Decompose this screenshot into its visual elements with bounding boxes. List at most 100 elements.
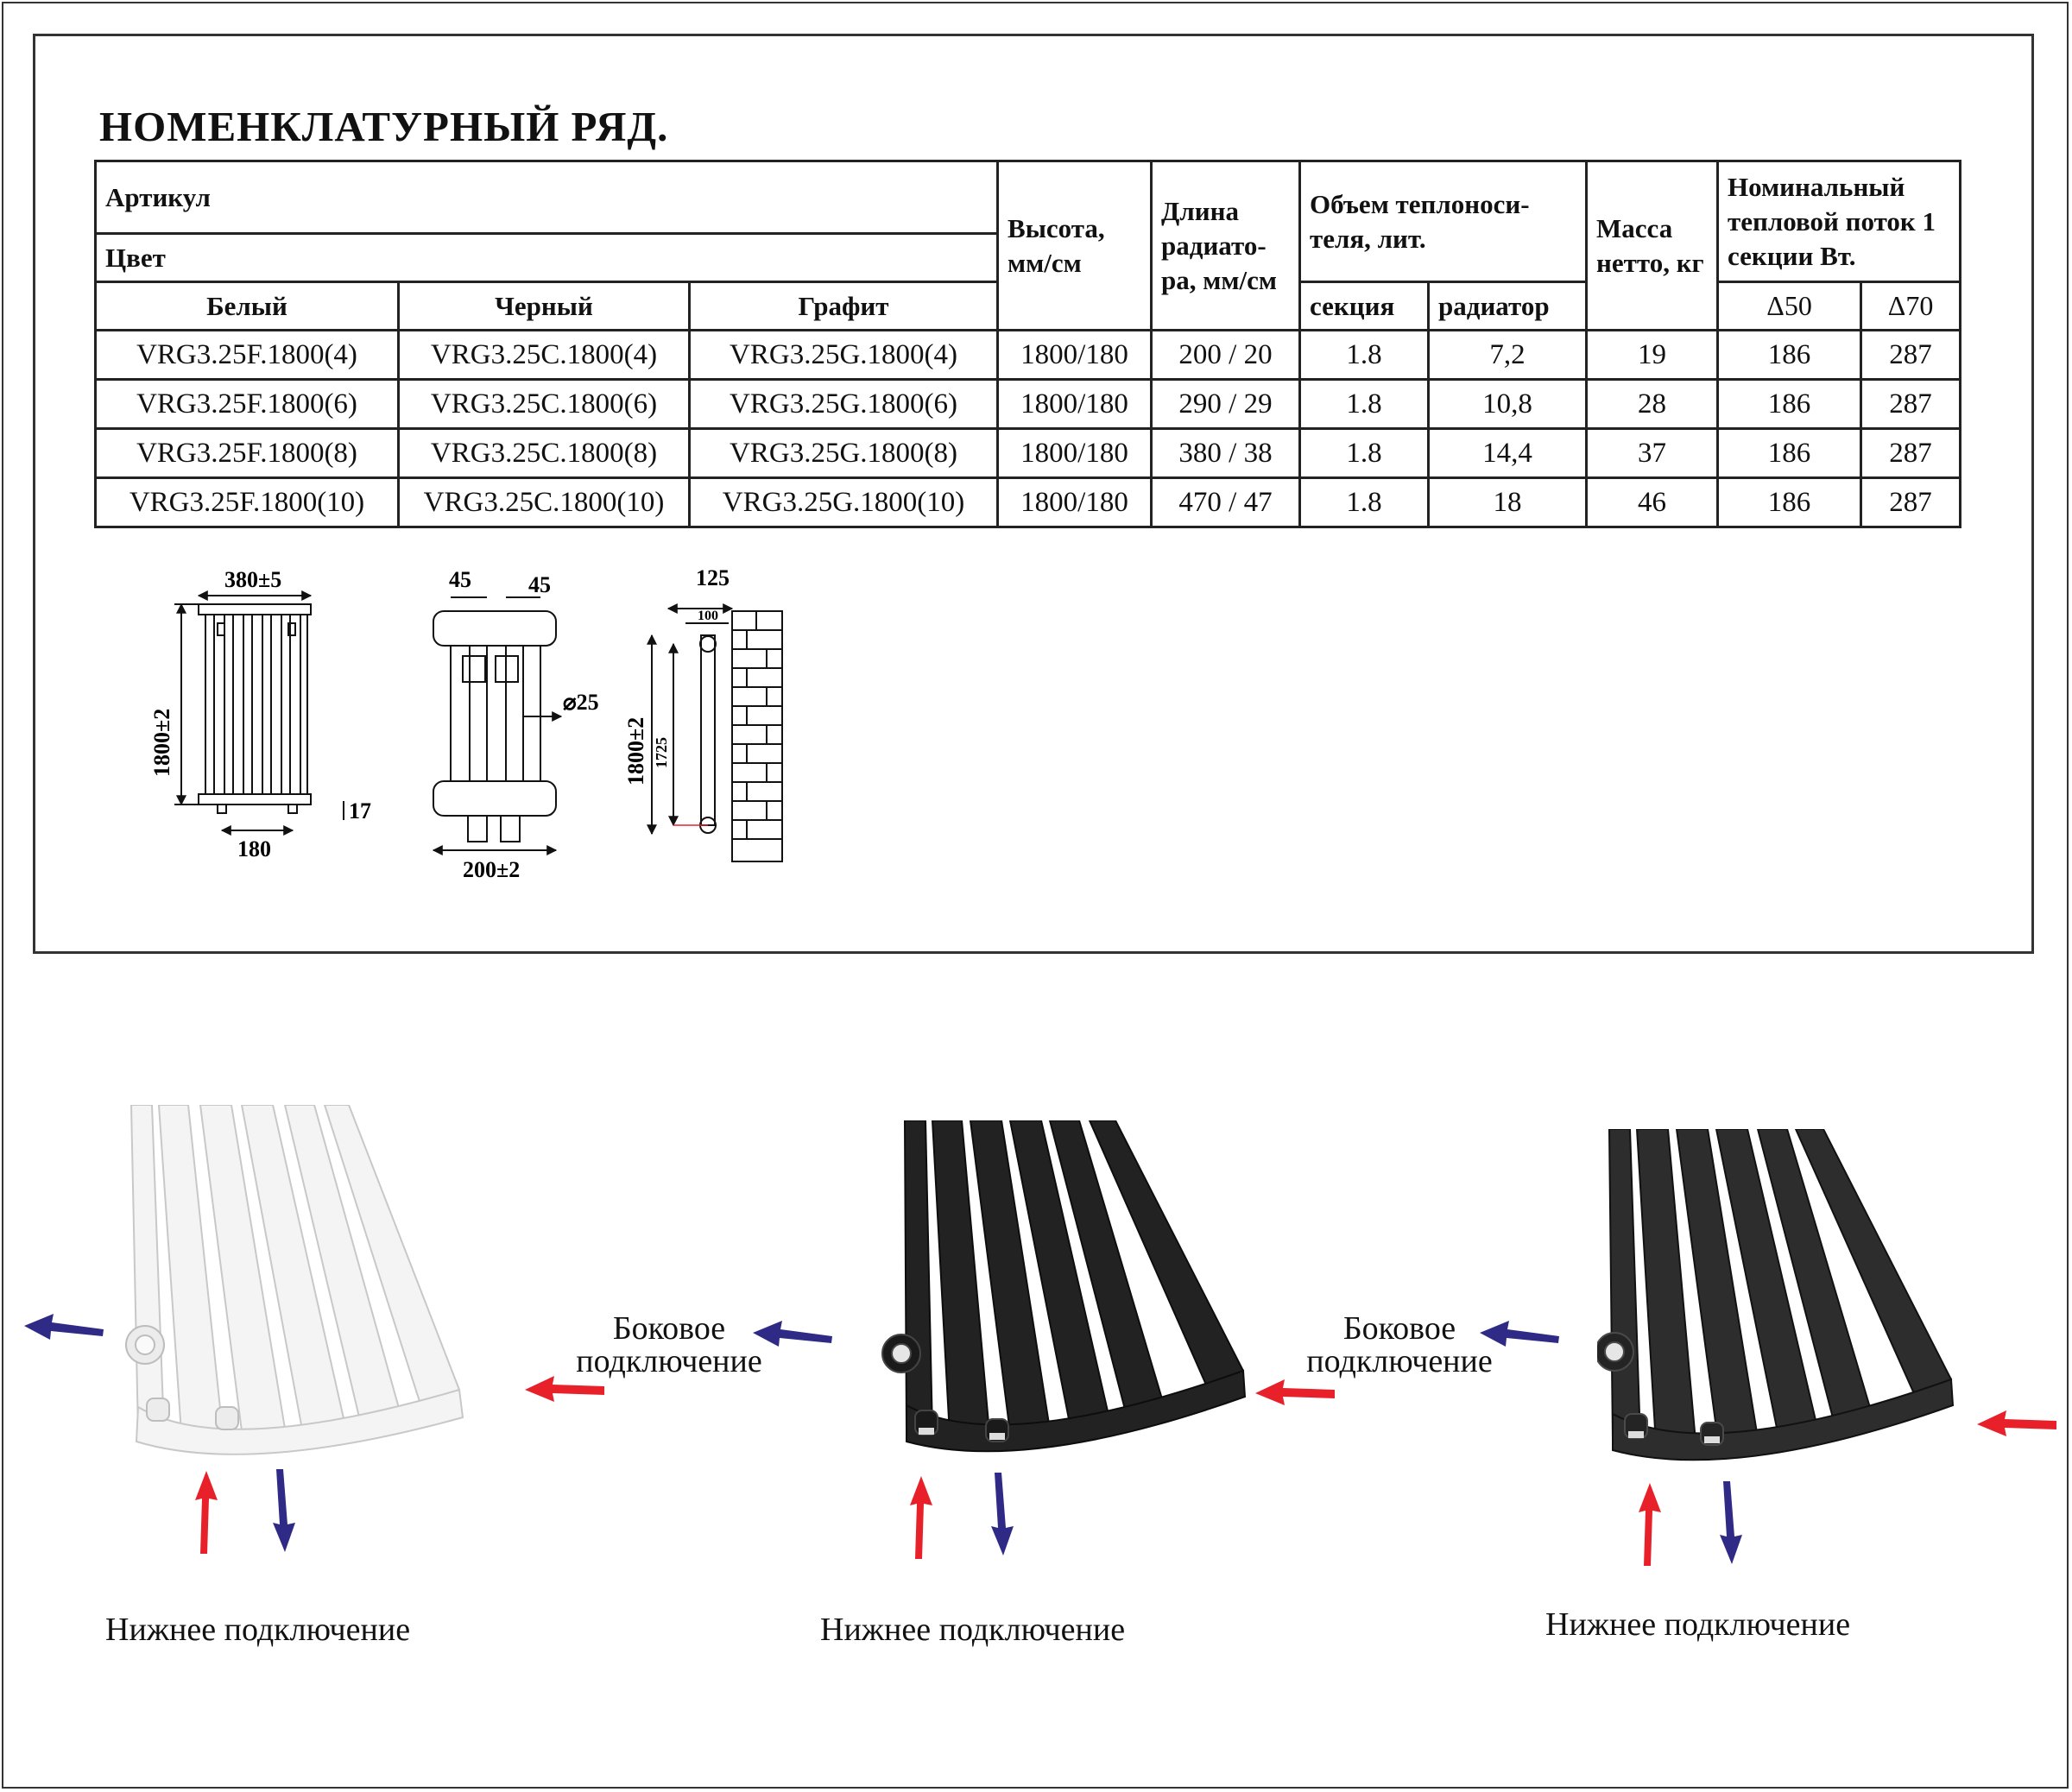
side-a-label: 45: [449, 567, 471, 592]
profile-depth-label: 125: [696, 565, 730, 590]
header-flow: Номинальный тепловой поток 1 секции Вт.: [1716, 160, 1962, 283]
header-section: секция: [1298, 281, 1431, 331]
header-article: Артикул: [93, 160, 1000, 235]
cell-radiator: 10,8: [1427, 378, 1589, 430]
cell-d50: 186: [1716, 427, 1863, 479]
profile-height-label: 1800±2: [623, 717, 648, 786]
cell-graphite: VRG3.25G.1800(4): [687, 329, 1000, 381]
cell-black: VRG3.25C.1800(8): [397, 427, 691, 479]
hot-arrow-left-icon: [525, 1376, 604, 1402]
profile-inner-label: 100: [698, 609, 718, 623]
cell-d50: 186: [1716, 476, 1863, 528]
cell-white: VRG3.25F.1800(4): [94, 329, 400, 381]
cell-black: VRG3.25C.1800(4): [397, 329, 691, 381]
cell-length: 380 / 38: [1150, 427, 1302, 479]
bottom-connection-label: Нижнее подключение: [105, 1612, 411, 1648]
page-title: НОМЕНКЛАТУРНЫЙ РЯД.: [99, 103, 669, 150]
cell-white: VRG3.25F.1800(10): [94, 476, 400, 528]
cell-d50: 186: [1716, 378, 1863, 430]
bottom-connection-label: Нижнее подключение: [820, 1612, 1126, 1648]
table-row: VRG3.25F.1800(10) VRG3.25C.1800(10) VRG3…: [94, 476, 1962, 528]
table-row: VRG3.25F.1800(4) VRG3.25C.1800(4) VRG3.2…: [94, 329, 1962, 381]
fitting-highlight: [919, 1428, 934, 1435]
cell-mass: 28: [1585, 378, 1720, 430]
hot-arrow-up-icon: [910, 1476, 932, 1559]
front-bottom-label: 180: [237, 836, 271, 861]
cell-mass: 46: [1585, 476, 1720, 528]
front-offset-label: 17: [349, 798, 371, 823]
cold-arrow-down-icon: [273, 1469, 295, 1552]
header-d70: Δ70: [1860, 281, 1962, 331]
side-connection-line2: подключение: [576, 1343, 762, 1379]
header-graphite: Графит: [687, 281, 1000, 331]
cell-graphite: VRG3.25G.1800(10): [687, 476, 1000, 528]
cell-d70: 287: [1860, 476, 1962, 528]
cell-radiator: 18: [1427, 476, 1589, 528]
spec-table: Артикул Высота, мм/см Длина радиато-ра, …: [93, 160, 1962, 528]
hot-arrow-left-icon: [1255, 1379, 1335, 1405]
side-diameter-label: ⌀25: [563, 690, 599, 715]
side-connection-line2: подключение: [1306, 1343, 1493, 1379]
spec-panel: [33, 34, 2034, 954]
side-b-label: 45: [528, 572, 551, 597]
profile-axis-label: 1725: [653, 737, 670, 768]
cell-height: 1800/180: [996, 329, 1153, 381]
cell-section: 1.8: [1298, 329, 1431, 381]
cell-length: 470 / 47: [1150, 476, 1302, 528]
side-connection-line1: Боковое: [612, 1310, 726, 1347]
cell-mass: 37: [1585, 427, 1720, 479]
cell-white: VRG3.25F.1800(8): [94, 427, 400, 479]
front-width-label: 380±5: [224, 567, 281, 592]
cold-arrow-down-icon: [1720, 1481, 1742, 1564]
header-length: Длина радиато-ра, мм/см: [1150, 160, 1302, 331]
cell-black: VRG3.25C.1800(6): [397, 378, 691, 430]
cell-radiator: 7,2: [1427, 329, 1589, 381]
cold-arrow-down-icon: [991, 1473, 1014, 1555]
cell-height: 1800/180: [996, 427, 1153, 479]
graphite-radiator-image: [1597, 1129, 1955, 1461]
table-row: VRG3.25F.1800(6) VRG3.25C.1800(6) VRG3.2…: [94, 378, 1962, 430]
header-color: Цвет: [93, 232, 1000, 283]
side-view-drawing: [432, 596, 563, 855]
bottom-connection-label: Нижнее подключение: [1545, 1606, 1851, 1643]
side-connection-line1: Боковое: [1342, 1310, 1456, 1347]
cell-d70: 287: [1860, 329, 1962, 381]
cell-section: 1.8: [1298, 378, 1431, 430]
side-connection-label: Боковое подключение: [561, 1312, 777, 1378]
hot-arrow-up-icon: [1639, 1483, 1661, 1566]
header-white: Белый: [94, 281, 400, 331]
side-width-label: 200±2: [463, 857, 520, 882]
cell-section: 1.8: [1298, 427, 1431, 479]
cold-arrow-left-icon: [753, 1321, 832, 1347]
cell-length: 290 / 29: [1150, 378, 1302, 430]
fitting-highlight: [989, 1433, 1005, 1440]
header-d50: Δ50: [1716, 281, 1863, 331]
header-radiator: радиатор: [1427, 281, 1589, 331]
cell-d50: 186: [1716, 329, 1863, 381]
header-volume: Объем теплоноси-теля, лит.: [1298, 160, 1589, 283]
side-connection-label: Боковое подключение: [1292, 1312, 1507, 1378]
hot-arrow-left-icon: [1977, 1410, 2056, 1436]
technical-drawings: 380±5 1800±2 180 17 45 45 ⌀25 200±2 125 …: [149, 565, 783, 882]
fitting-highlight: [1704, 1436, 1720, 1443]
profile-view-drawing: [647, 603, 783, 862]
cell-height: 1800/180: [996, 476, 1153, 528]
cell-height: 1800/180: [996, 378, 1153, 430]
front-view-drawing: [174, 590, 344, 836]
front-height-label: 1800±2: [149, 709, 174, 777]
cold-arrow-left-icon: [24, 1314, 104, 1340]
cell-black: VRG3.25C.1800(10): [397, 476, 691, 528]
fitting-highlight: [1628, 1431, 1644, 1438]
cell-length: 200 / 20: [1150, 329, 1302, 381]
cold-arrow-left-icon: [1480, 1321, 1559, 1347]
cell-mass: 19: [1585, 329, 1720, 381]
header-height: Высота, мм/см: [996, 160, 1153, 331]
white-radiator-image: [125, 1105, 464, 1455]
hot-arrow-up-icon: [195, 1471, 218, 1554]
table-row: VRG3.25F.1800(8) VRG3.25C.1800(8) VRG3.2…: [94, 427, 1962, 479]
cell-d70: 287: [1860, 378, 1962, 430]
cell-white: VRG3.25F.1800(6): [94, 378, 400, 430]
cell-graphite: VRG3.25G.1800(8): [687, 427, 1000, 479]
header-black: Черный: [397, 281, 691, 331]
